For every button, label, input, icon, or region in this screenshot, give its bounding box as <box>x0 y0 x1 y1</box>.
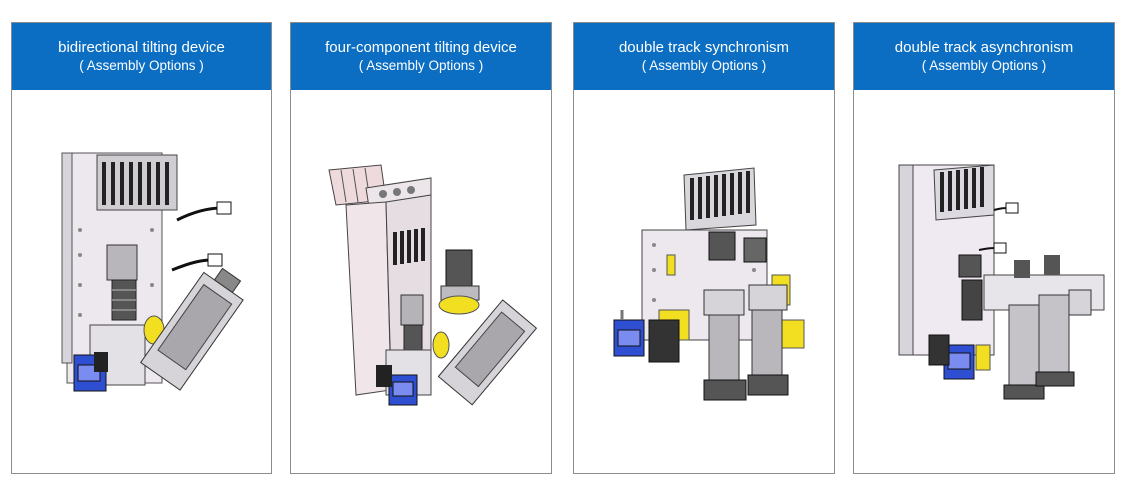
card-title: four-component tilting device <box>325 39 517 56</box>
product-card-double-track-sync: double track synchronism ( Assembly Opti… <box>573 22 835 474</box>
card-title: double track asynchronism <box>894 39 1074 56</box>
double-track-synchronism-image <box>613 167 805 401</box>
card-header: double track asynchronism ( Assembly Opt… <box>854 23 1114 90</box>
card-header: four-component tilting device ( Assembly… <box>291 23 551 90</box>
four-component-tilting-device-image <box>328 164 538 406</box>
card-title: bidirectional tilting device <box>58 39 225 56</box>
card-image-area <box>291 90 551 473</box>
card-header: bidirectional tilting device ( Assembly … <box>12 23 271 90</box>
product-card-four-component: four-component tilting device ( Assembly… <box>290 22 552 474</box>
product-card-bidirectional: bidirectional tilting device ( Assembly … <box>11 22 272 474</box>
card-subtitle: ( Assembly Options ) <box>641 58 767 73</box>
card-subtitle: ( Assembly Options ) <box>358 58 484 73</box>
card-subtitle: ( Assembly Options ) <box>79 58 204 73</box>
double-track-asynchronism-image <box>898 164 1105 400</box>
card-image-area <box>574 90 834 473</box>
card-subtitle: ( Assembly Options ) <box>921 58 1047 73</box>
card-image-area <box>12 90 271 473</box>
bidirectional-tilting-device-image <box>61 152 244 392</box>
card-image-area <box>854 90 1114 473</box>
card-header: double track synchronism ( Assembly Opti… <box>574 23 834 90</box>
card-title: double track synchronism <box>618 39 790 56</box>
product-card-double-track-async: double track asynchronism ( Assembly Opt… <box>853 22 1115 474</box>
